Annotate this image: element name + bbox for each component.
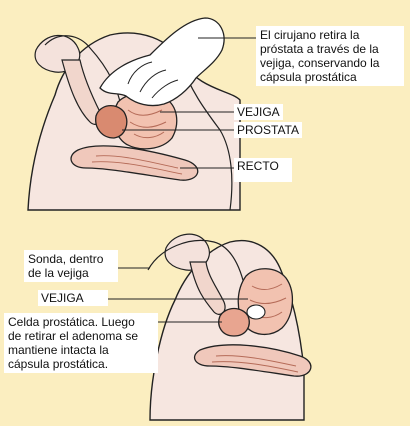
surgeon-note-line-1: El cirujano retira la bbox=[260, 28, 360, 42]
top-rectum-folds bbox=[91, 155, 183, 175]
top-label-rectum: RECTO bbox=[234, 158, 292, 182]
bottom-label-bladder: VEJIGA bbox=[38, 290, 108, 306]
bottom-pelvis-section bbox=[104, 233, 312, 421]
bottom-rectum-folds bbox=[211, 355, 299, 373]
bottom-catheter-balloon bbox=[246, 304, 266, 320]
capsule-note-line-2: de retirar el adenoma se bbox=[8, 329, 139, 343]
catheter-note: Sonda, dentro de la vejiga bbox=[24, 250, 118, 282]
surgeon-note-line-2: próstata a través de la bbox=[260, 42, 379, 56]
capsule-note-line-1: Celda prostática. Luego bbox=[8, 315, 135, 329]
top-label-prostate: PROSTATA bbox=[234, 122, 303, 138]
top-rectum bbox=[70, 145, 199, 181]
bottom-prostatic-cell bbox=[218, 307, 250, 337]
top-bladder-folds bbox=[127, 109, 167, 139]
top-glove-fingers bbox=[127, 61, 179, 99]
catheter-note-line-1: Sonda, dentro bbox=[28, 252, 104, 266]
surgeon-note-line-4: cápsula prostática bbox=[260, 70, 357, 84]
capsule-note-line-4: cápsula prostática. bbox=[8, 357, 109, 371]
capsule-note: Celda prostática. Luego de retirar el ad… bbox=[4, 313, 158, 373]
top-pelvis-section bbox=[27, 17, 256, 211]
top-label-bladder: VEJIGA bbox=[234, 104, 283, 120]
capsule-note-line-3: mantiene intacta la bbox=[8, 343, 109, 357]
top-gloved-hand bbox=[99, 17, 225, 107]
top-prostate bbox=[95, 105, 128, 139]
catheter-note-line-2: de la vejiga bbox=[28, 266, 89, 280]
surgeon-note: El cirujano retira la próstata a través … bbox=[256, 26, 404, 86]
surgeon-note-line-3: vejiga, conservando la bbox=[260, 56, 380, 70]
